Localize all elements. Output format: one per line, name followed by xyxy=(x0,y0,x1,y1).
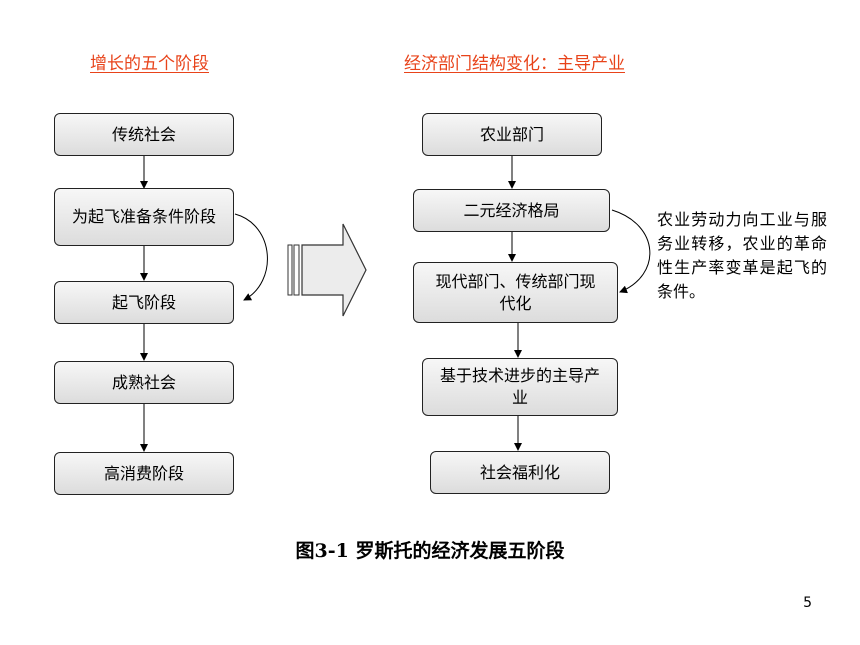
sector-box-modernization: 现代部门、传统部门现代化 xyxy=(413,262,618,323)
curve-arrow-right xyxy=(611,209,651,294)
page-number: 5 xyxy=(803,595,812,611)
sector-box-agriculture: 农业部门 xyxy=(422,113,602,156)
stage-box-traditional-society: 传统社会 xyxy=(54,113,234,156)
sector-box-leading-industry: 基于技术进步的主导产业 xyxy=(422,358,618,416)
sector-box-social-welfare: 社会福利化 xyxy=(430,451,610,494)
sector-box-dual-economy: 二元经济格局 xyxy=(413,189,610,232)
left-column-header: 增长的五个阶段 xyxy=(90,54,209,74)
stage-box-takeoff: 起飞阶段 xyxy=(54,281,234,324)
side-note: 农业劳动力向工业与服务业转移，农业的革命性生产率变革是起飞的条件。 xyxy=(657,210,827,301)
right-column-header: 经济部门结构变化：主导产业 xyxy=(404,54,625,74)
curve-arrow-left xyxy=(234,213,268,301)
figure-caption: 图3-1 罗斯托的经济发展五阶段 xyxy=(295,540,565,562)
stage-box-preconditions: 为起飞准备条件阶段 xyxy=(54,188,234,246)
stage-box-high-consumption: 高消费阶段 xyxy=(54,452,234,495)
big-transition-arrow xyxy=(287,223,367,317)
stage-box-maturity: 成熟社会 xyxy=(54,361,234,404)
